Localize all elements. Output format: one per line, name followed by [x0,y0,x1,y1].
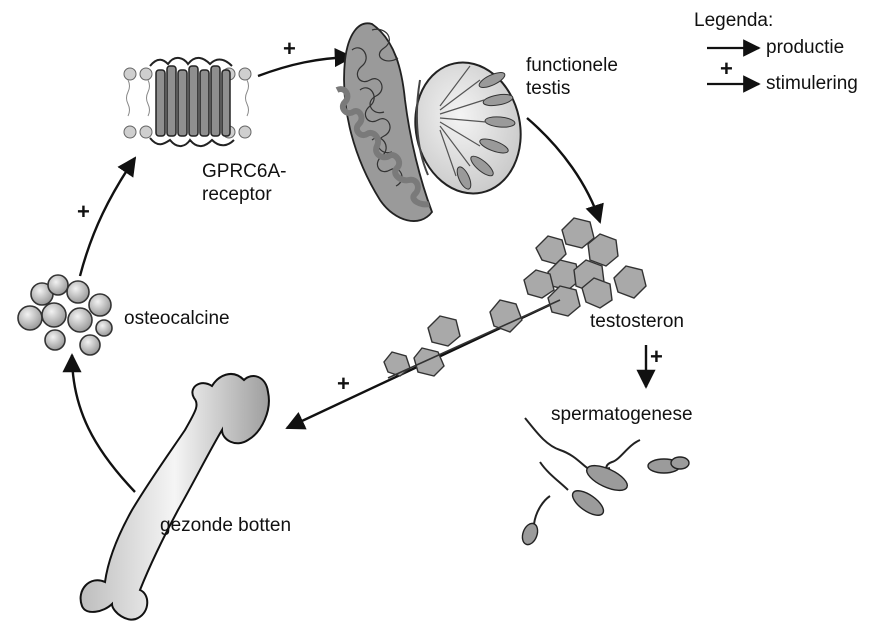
hexagon-molecules-icon [384,218,646,378]
osteocalcin-label: osteocalcine [124,308,230,330]
membrane-receptor-icon [124,58,251,146]
plus-receptor-to-testis: + [283,38,296,60]
osteocalcin-cluster-icon [18,275,112,355]
plus-testosterone-to-bone: + [337,373,350,395]
legend-title: Legenda: [694,10,773,32]
spermatogenesis-label: spermatogenese [551,404,693,426]
sperm-cells-icon [520,418,689,547]
receptor-label-line1: GPRC6A- [202,161,286,183]
bone-label: gezonde botten [160,515,291,537]
legend-stimulation-label: stimulering [766,73,858,95]
arrow-bone-to-osteocalcin [72,355,135,492]
plus-testosterone-to-sperm: + [650,346,663,368]
arrow-testis-to-testosterone [527,118,600,222]
receptor-label-line2: receptor [202,184,272,206]
plus-osteocalcin-to-receptor: + [77,201,90,223]
testis-label-line1: functionele [526,55,618,77]
arrow-receptor-to-testis [258,57,352,76]
legend-production-label: productie [766,37,844,59]
femur-bone-icon [81,374,269,620]
testosterone-label: testosteron [590,311,684,333]
legend-plus-sign: + [720,58,733,80]
testis-icon [337,23,533,221]
testis-label-line2: testis [526,78,570,100]
